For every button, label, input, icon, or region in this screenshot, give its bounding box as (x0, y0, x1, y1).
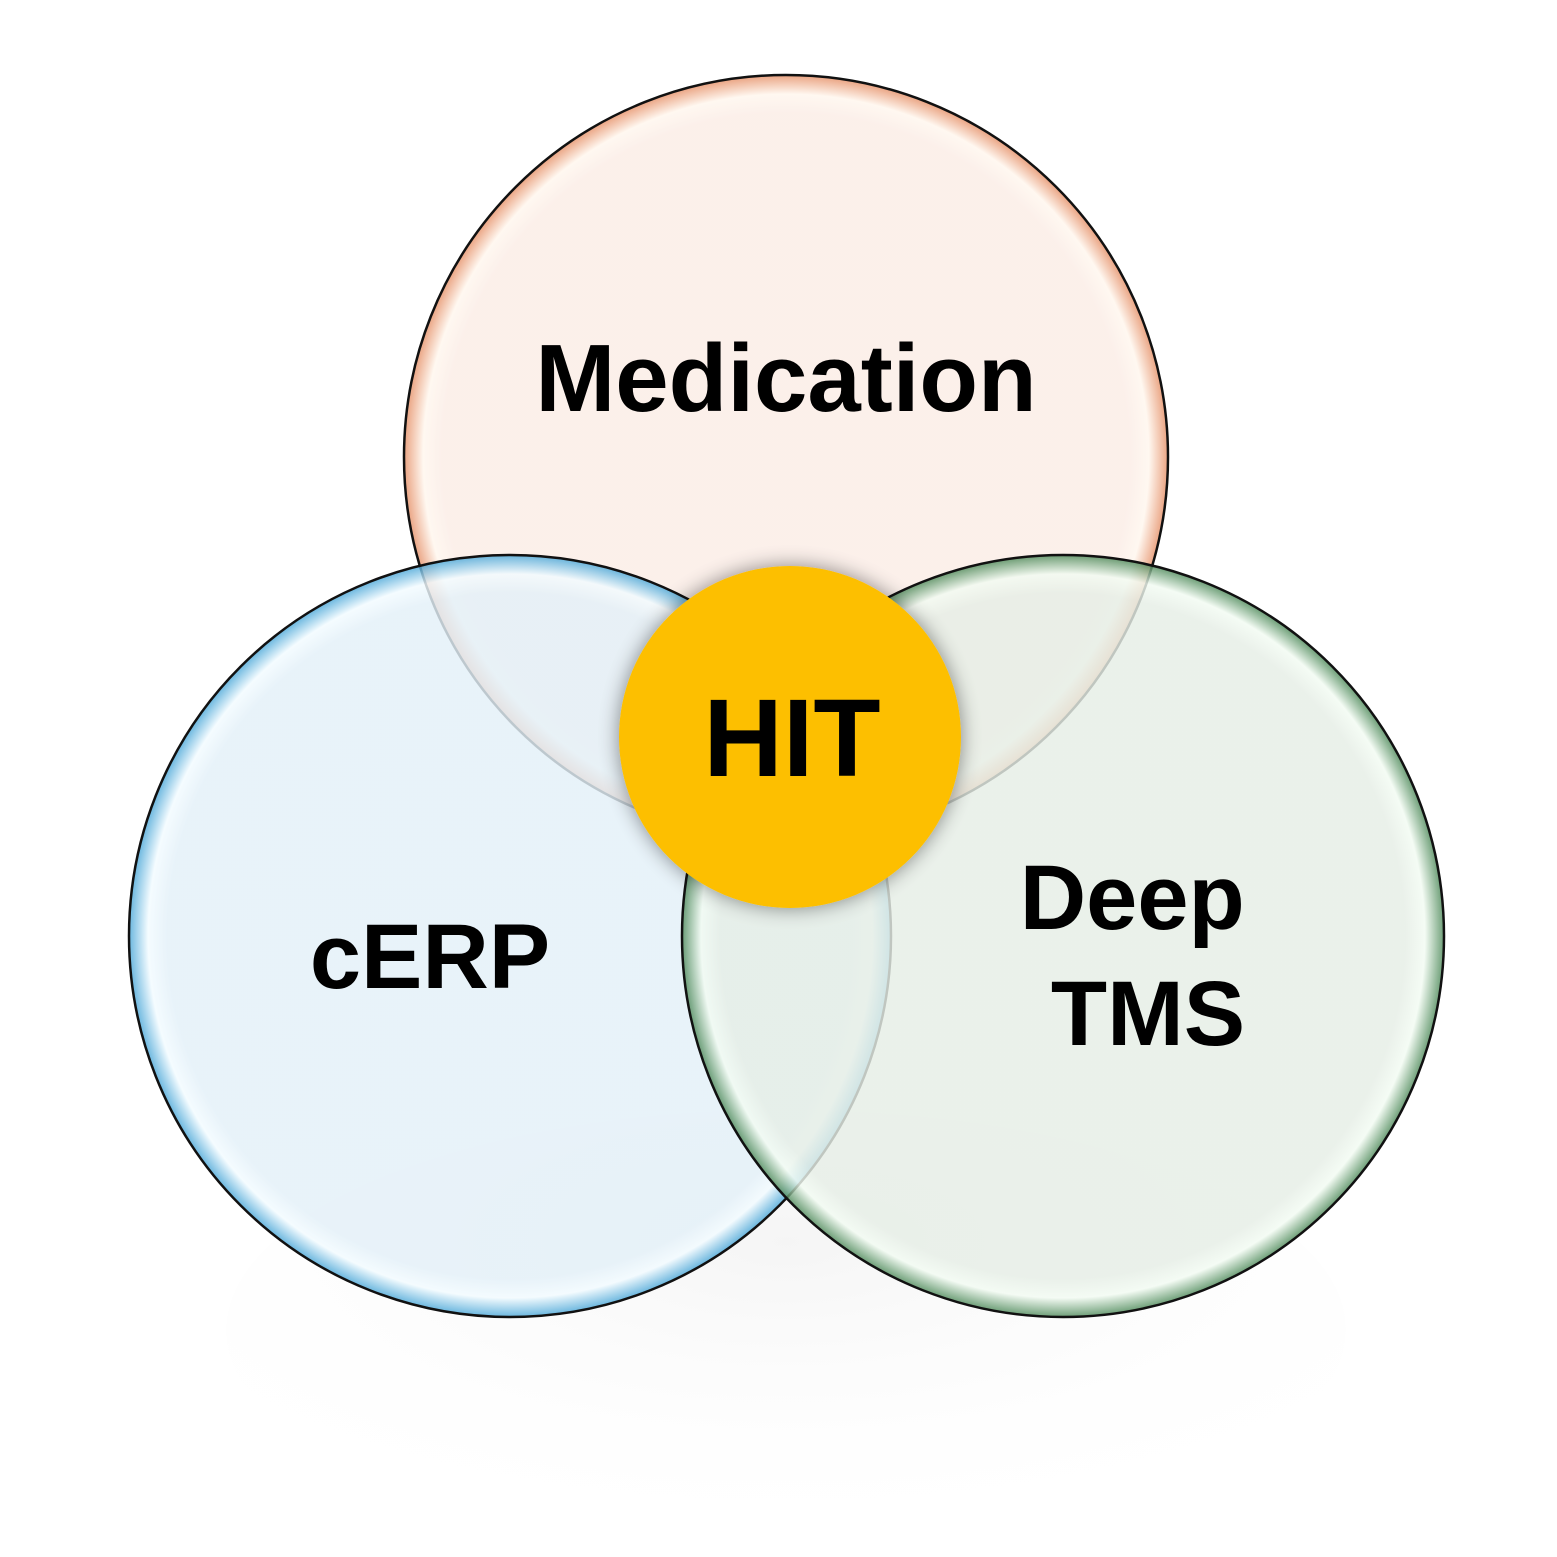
deep-tms-label-line-2: TMS (1051, 963, 1245, 1065)
cerp-label: cERP (310, 906, 550, 1008)
hit-label: HIT (703, 677, 880, 800)
medication-label: Medication (535, 325, 1036, 432)
deep-tms-label-line-1: Deep (1020, 847, 1245, 949)
deep-tms-label: Deep TMS (1020, 847, 1271, 1065)
hit-center-circle (619, 566, 961, 908)
